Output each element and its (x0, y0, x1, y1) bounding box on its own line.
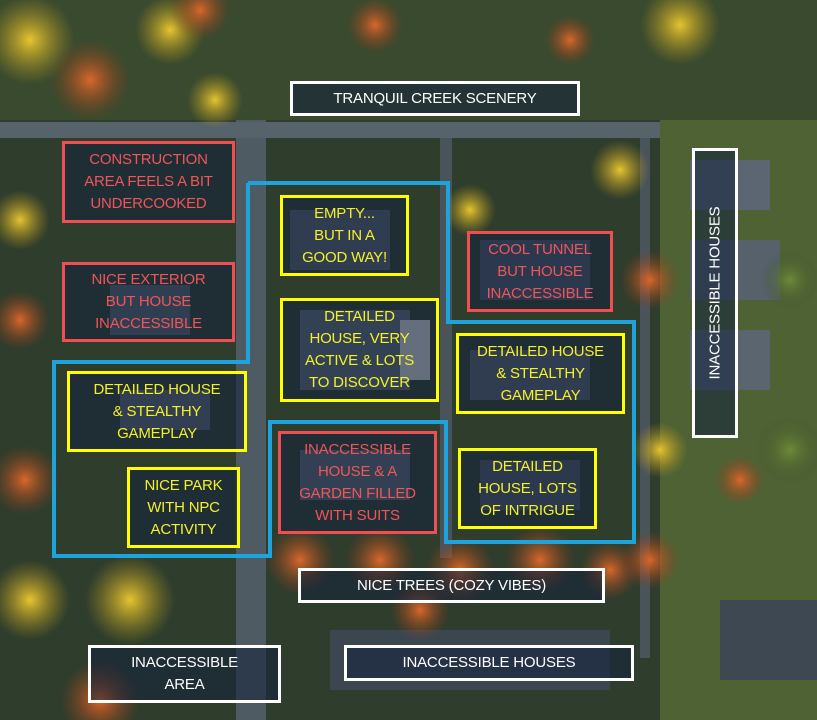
label-nice-park: NICE PARK WITH NPC ACTIVITY (127, 467, 240, 548)
label-text: EMPTY... BUT IN A GOOD WAY! (302, 204, 387, 266)
label-text: INACCESSIBLE AREA (131, 654, 238, 693)
label-garden-suits: INACCESSIBLE HOUSE & A GARDEN FILLED WIT… (278, 431, 437, 534)
label-text: INACCESSIBLE HOUSE & A GARDEN FILLED WIT… (299, 440, 416, 524)
label-text: INACCESSIBLE HOUSES (402, 654, 576, 671)
label-text: NICE EXTERIOR BUT HOUSE INACCESSIBLE (91, 271, 206, 332)
label-nice-exterior: NICE EXTERIOR BUT HOUSE INACCESSIBLE (62, 262, 235, 342)
label-inaccessible-houses-bottom: INACCESSIBLE HOUSES (344, 645, 634, 681)
label-detailed-house-active: DETAILED HOUSE, VERY ACTIVE & LOTS TO DI… (280, 298, 439, 402)
label-inaccessible-area: INACCESSIBLE AREA (88, 645, 281, 703)
label-text: NICE TREES (COZY VIBES) (356, 576, 547, 594)
label-text: DETAILED HOUSE & STEALTHY GAMEPLAY (93, 380, 221, 442)
label-tranquil-creek-scenery: TRANQUIL CREEK SCENERY (290, 81, 580, 116)
label-detailed-house-stealthy-left: DETAILED HOUSE & STEALTHY GAMEPLAY (67, 371, 247, 452)
label-construction-area: CONSTRUCTION AREA FEELS A BIT UNDERCOOKE… (62, 141, 235, 223)
label-inaccessible-houses-right: INACCESSIBLE HOUSES (692, 148, 738, 438)
label-text: DETAILED HOUSE & STEALTHY GAMEPLAY (477, 342, 604, 404)
label-text: TRANQUIL CREEK SCENERY (333, 89, 537, 107)
label-text: INACCESSIBLE HOUSES (706, 206, 724, 380)
label-cool-tunnel: COOL TUNNEL BUT HOUSE INACCESSIBLE (467, 231, 613, 312)
label-text: DETAILED HOUSE, VERY ACTIVE & LOTS TO DI… (304, 308, 415, 391)
label-empty-good-way: EMPTY... BUT IN A GOOD WAY! (280, 195, 409, 276)
label-detailed-house-intrigue: DETAILED HOUSE, LOTS OF INTRIGUE (458, 448, 597, 529)
label-text: NICE PARK WITH NPC ACTIVITY (144, 476, 223, 538)
label-nice-trees: NICE TREES (COZY VIBES) (298, 568, 605, 603)
label-text: CONSTRUCTION AREA FEELS A BIT UNDERCOOKE… (84, 151, 213, 212)
label-detailed-house-stealthy-right: DETAILED HOUSE & STEALTHY GAMEPLAY (456, 333, 625, 414)
label-text: DETAILED HOUSE, LOTS OF INTRIGUE (478, 457, 577, 519)
label-text: COOL TUNNEL BUT HOUSE INACCESSIBLE (486, 240, 594, 302)
